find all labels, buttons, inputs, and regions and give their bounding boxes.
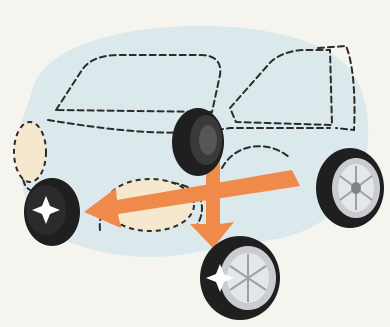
wheel-icon xyxy=(200,236,280,320)
wheel-icon xyxy=(172,108,224,176)
wheel-icon xyxy=(24,178,80,246)
headlight-highlight xyxy=(14,122,46,182)
wheel-icon xyxy=(316,148,384,228)
